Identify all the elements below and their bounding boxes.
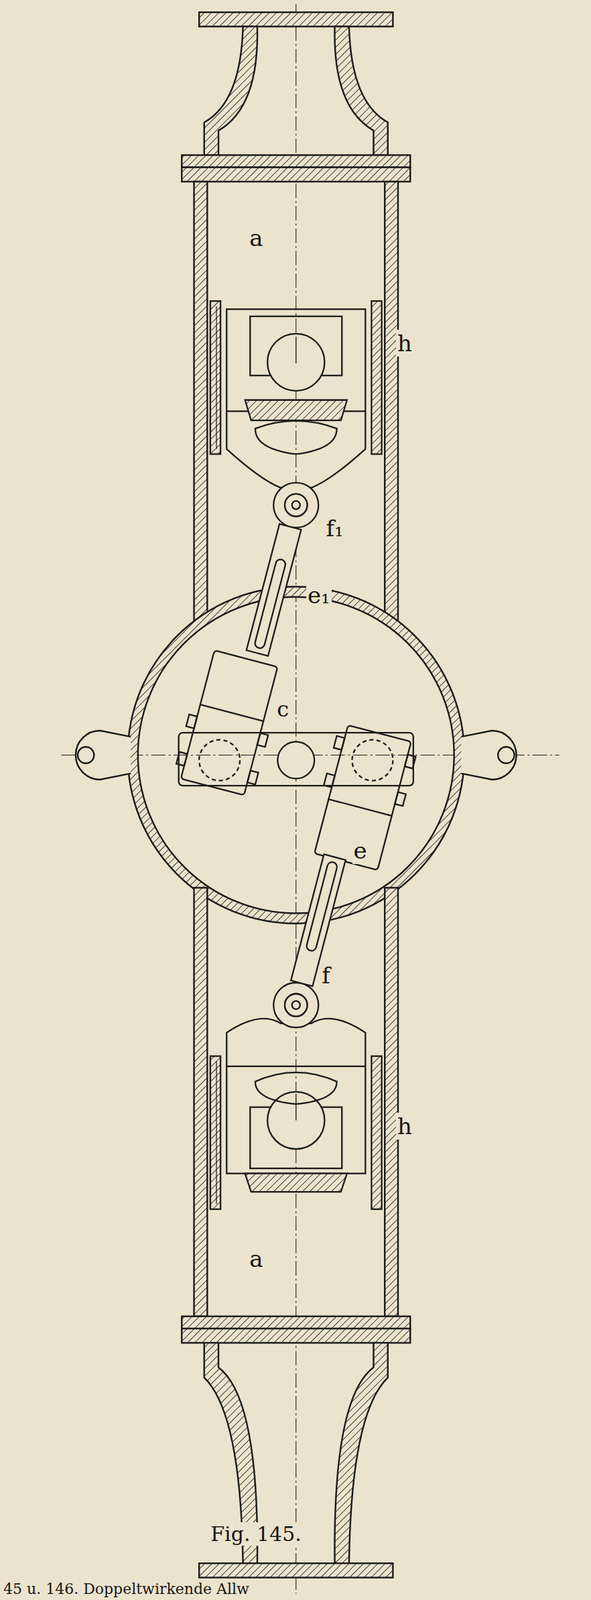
- port-letter: a: [247, 1246, 265, 1270]
- part-letter: h: [396, 331, 414, 355]
- port-letter: a: [247, 226, 265, 250]
- port-letter: a: [247, 1244, 265, 1272]
- part-letter: e₁: [306, 583, 332, 607]
- part-letter: e₁: [306, 581, 332, 609]
- port-letter: a: [247, 224, 265, 252]
- lower-piston: [210, 982, 382, 1209]
- figure-caption: Fig. 145.: [209, 1521, 303, 1546]
- caption-fragment: 45 u. 146. Doppeltwirkende Allw: [2, 1580, 251, 1597]
- center-lines: [61, 4, 560, 1594]
- part-letter: e: [352, 836, 369, 864]
- part-letter: f: [320, 963, 332, 987]
- caption-fragment: 45 u. 146. Doppeltwirkende Allw: [2, 1581, 251, 1597]
- part-letter: f: [320, 961, 332, 989]
- part-letter: h: [396, 1112, 414, 1140]
- part-letter: f₁: [324, 516, 345, 540]
- part-letter: f₁: [324, 514, 345, 542]
- part-letter: e: [352, 838, 369, 862]
- part-letter: h: [396, 329, 414, 357]
- part-letter: h: [396, 1114, 414, 1138]
- figure-caption: Fig. 145.: [209, 1523, 303, 1544]
- upper-piston: [210, 300, 382, 528]
- part-letter: c: [275, 696, 291, 722]
- part-letter: c: [275, 698, 291, 720]
- pump-housing: [75, 12, 517, 1577]
- crank-and-rods: [172, 493, 419, 1016]
